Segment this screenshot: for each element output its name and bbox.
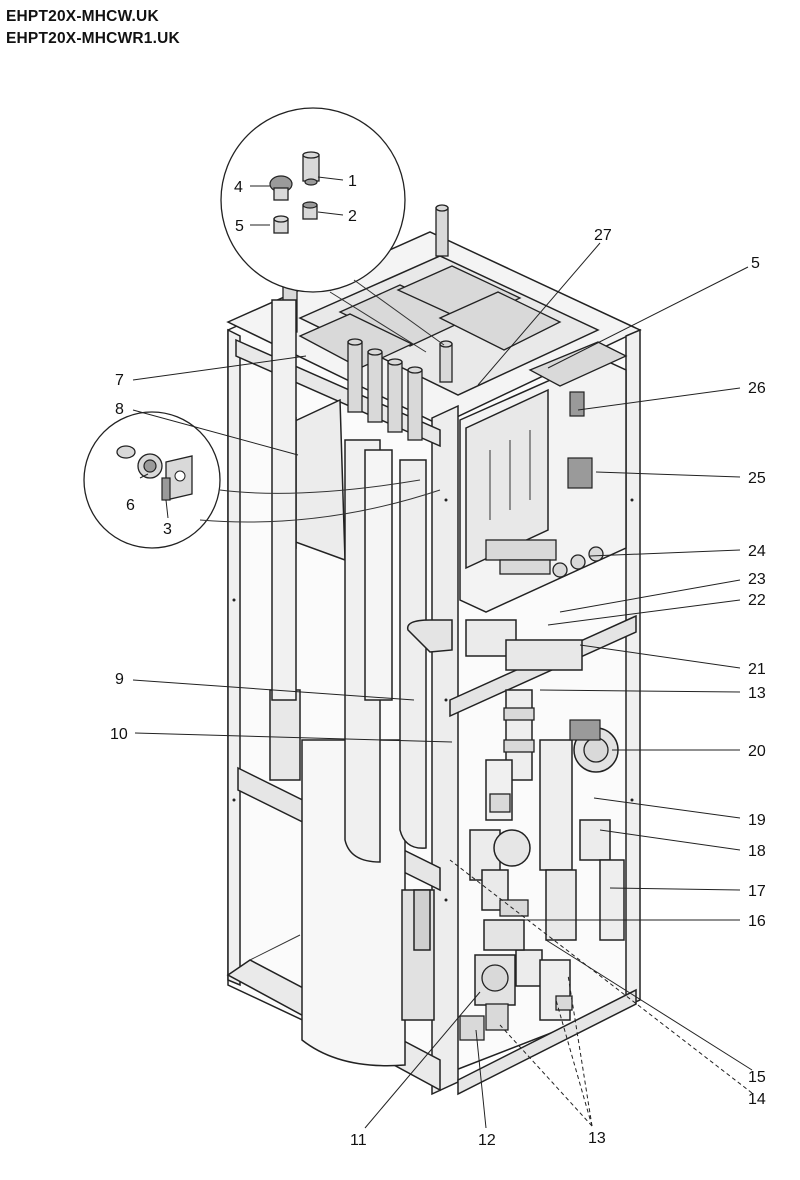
- callout-1: 1: [348, 173, 357, 190]
- callout-4: 4: [234, 179, 243, 196]
- callout-22: 22: [748, 592, 766, 609]
- callout-24: 24: [748, 543, 766, 560]
- callout-18: 18: [748, 843, 766, 860]
- callout-14: 14: [748, 1091, 766, 1108]
- callout-23: 23: [748, 571, 766, 588]
- inset-fittings-top: [220, 107, 445, 353]
- callout-3: 3: [163, 521, 172, 538]
- callout-8: 8: [115, 401, 124, 418]
- callout-6: 6: [126, 497, 135, 514]
- callout-5-inset: 5: [235, 218, 244, 235]
- callout-25: 25: [748, 470, 766, 487]
- callout-11: 11: [350, 1132, 367, 1149]
- callout-9: 9: [115, 671, 124, 688]
- callout-16: 16: [748, 913, 766, 930]
- callout-12: 12: [478, 1132, 496, 1149]
- callout-2: 2: [348, 208, 357, 225]
- callout-27: 27: [594, 227, 612, 244]
- inset-sensor-left: [83, 411, 441, 549]
- model-name-1: EHPT20X-MHCW.UK: [6, 8, 159, 25]
- callout-21: 21: [748, 661, 766, 678]
- callout-15: 15: [748, 1069, 766, 1086]
- insulated-pipes: [269, 299, 453, 1021]
- callout-labels: 1 2 3 4 5 5 6 7 8 9 10 11 12 13 13 14 15…: [110, 173, 766, 1149]
- callout-20: 20: [748, 743, 766, 760]
- callout-10: 10: [110, 726, 128, 743]
- callout-19: 19: [748, 812, 766, 829]
- model-titles: EHPT20X-MHCW.UK EHPT20X-MHCWR1.UK: [6, 6, 180, 50]
- leader-lines: [132, 176, 753, 1129]
- control-panel: [459, 341, 628, 613]
- callout-26: 26: [748, 380, 766, 397]
- callout-17: 17: [748, 883, 766, 900]
- callout-13-upper: 13: [748, 685, 766, 702]
- callout-7: 7: [115, 372, 124, 389]
- callout-13-lower: 13: [588, 1130, 606, 1147]
- callout-5: 5: [751, 255, 760, 272]
- model-name-2: EHPT20X-MHCWR1.UK: [6, 30, 180, 47]
